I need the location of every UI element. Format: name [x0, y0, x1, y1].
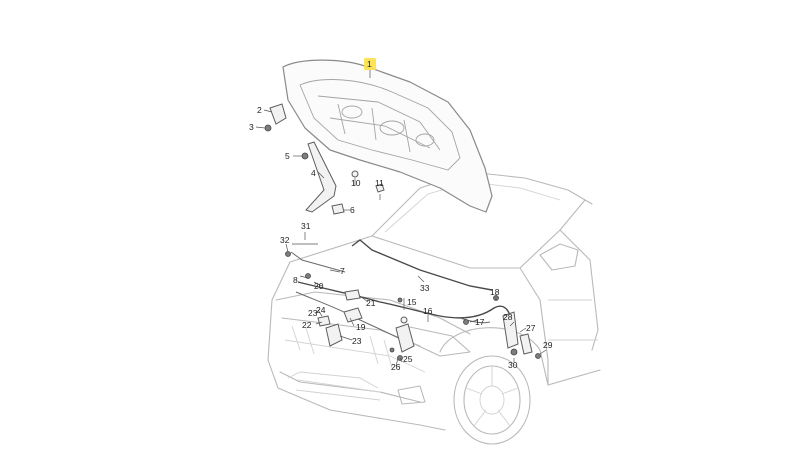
callout-22: 22 [302, 320, 312, 330]
callout-3: 3 [249, 122, 254, 132]
callout-32: 32 [280, 235, 290, 245]
release-cable-and-latch [285, 251, 541, 361]
callout-5: 5 [285, 151, 290, 161]
seal-strips [290, 239, 493, 291]
callout-4: 4 [311, 168, 316, 178]
callout-30: 30 [508, 360, 518, 370]
callout-29: 29 [543, 340, 553, 350]
callout-8: 8 [293, 275, 298, 285]
callout-33: 33 [420, 283, 430, 293]
hood-panel [282, 59, 493, 213]
callout-24: 24 [316, 305, 326, 315]
callout-23b: 23 [352, 336, 362, 346]
callout-2: 2 [257, 105, 262, 115]
callout-7: 7 [340, 266, 345, 276]
leader-lines [255, 70, 547, 367]
callout-19: 19 [356, 322, 366, 332]
callout-10: 10 [351, 178, 361, 188]
callout-31: 31 [301, 221, 311, 231]
callout-20: 20 [314, 281, 324, 291]
callout-17: 17 [475, 317, 485, 327]
hood-hinge-assembly [264, 103, 345, 215]
callout-11: 11 [375, 178, 384, 188]
callout-1: 1 [367, 59, 372, 69]
callout-18: 18 [490, 287, 500, 297]
callout-23a: 23 [308, 308, 318, 318]
callout-16: 16 [423, 306, 433, 316]
callout-6: 6 [350, 205, 355, 215]
callout-15: 15 [407, 297, 417, 307]
callout-21: 21 [366, 298, 376, 308]
callout-1-highlight [364, 58, 376, 70]
hood-fixings [351, 170, 385, 193]
callout-28: 28 [503, 312, 513, 322]
callout-27: 27 [526, 323, 536, 333]
callout-25: 25 [403, 354, 413, 364]
callout-labels: 1 2 3 4 5 6 7 8 10 11 15 16 17 18 19 20 … [249, 58, 553, 372]
callout-26: 26 [391, 362, 401, 372]
